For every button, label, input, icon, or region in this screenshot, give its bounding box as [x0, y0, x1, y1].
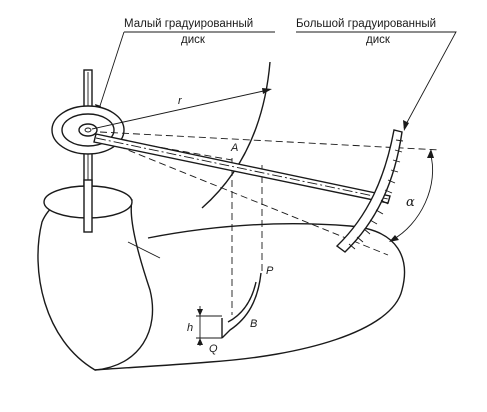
caption-large-disc-line1: Большой градуированный	[296, 18, 436, 30]
height-arrow-top	[197, 309, 203, 316]
leader-large-disc	[296, 31, 457, 129]
label-point-a: A	[230, 142, 238, 154]
probe-curve-inner	[227, 281, 257, 323]
radius-line	[91, 89, 269, 130]
caption-large-disc-line2: диск	[366, 34, 391, 46]
ground-plane-outline	[94, 223, 406, 371]
angle-arc	[391, 151, 434, 241]
sweep-arc	[201, 61, 271, 209]
label-height: h	[187, 322, 193, 334]
large-disc-ticks	[348, 139, 404, 250]
label-angle: α	[406, 195, 415, 210]
label-point-p: P	[266, 265, 274, 277]
dashed-line-upper	[99, 131, 441, 151]
arm-axis-line	[95, 137, 389, 200]
leader-small-disc	[97, 31, 275, 113]
label-radius: r	[178, 95, 183, 107]
small-disc-hub	[78, 123, 98, 137]
large-disc-scale	[335, 129, 403, 253]
radius-arrowhead	[262, 88, 272, 94]
angle-arrowhead-top	[427, 149, 434, 158]
caption-small-disc-line2: диск	[181, 34, 206, 46]
angle-arrowhead-bottom	[389, 235, 399, 242]
label-point-b: B	[250, 318, 257, 330]
small-disc-center	[84, 127, 92, 133]
leader-large-disc-arrowhead	[403, 120, 409, 131]
label-point-q: Q	[209, 343, 218, 355]
probe-curve-outer	[221, 272, 262, 339]
dashed-line-lower	[97, 137, 389, 256]
housing-edge	[127, 241, 161, 259]
shaft-lower	[83, 179, 93, 233]
caption-small-disc-line1: Малый градуированный	[124, 18, 253, 30]
height-arrow-bottom	[197, 338, 203, 345]
